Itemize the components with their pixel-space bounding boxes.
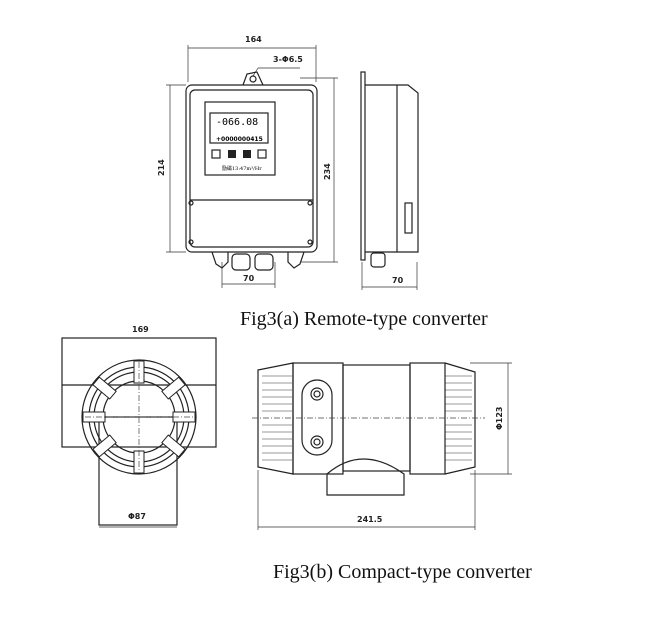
lcd-main-value: -066.08 (216, 117, 258, 128)
caption-fig3a: Fig3(a) Remote-type converter (240, 308, 488, 330)
dim-70-glands: 70 (243, 274, 255, 283)
dim-hole: 3-Φ6.5 (273, 55, 303, 64)
key-up (243, 150, 251, 158)
dim-241-5: 241.5 (357, 515, 383, 524)
remote-side-view: 70 (360, 71, 419, 290)
lcd-totalizer: +0000000415 (216, 136, 263, 143)
dim-234: 234 (323, 163, 332, 180)
dim-phi87: Φ87 (128, 512, 146, 521)
dim-169: 169 (132, 325, 149, 334)
key-down (228, 150, 236, 158)
dim-164: 164 (245, 35, 262, 44)
lcd-status: 励磁13:47m³/Hr (222, 165, 262, 172)
dim-214: 214 (157, 159, 166, 176)
key-enter (211, 149, 221, 159)
dim-70-depth: 70 (392, 276, 404, 285)
compact-end-view: 169 Φ87 (61, 325, 217, 528)
key-function (257, 149, 267, 159)
remote-front-view: 164 3-Φ6.5 -066.08 +0000000415 励磁13:47m³… (157, 35, 338, 288)
dim-phi123: Φ123 (495, 407, 504, 431)
compact-side-view: 241.5 Φ123 (252, 362, 512, 530)
caption-fig3b: Fig3(b) Compact-type converter (273, 561, 532, 583)
